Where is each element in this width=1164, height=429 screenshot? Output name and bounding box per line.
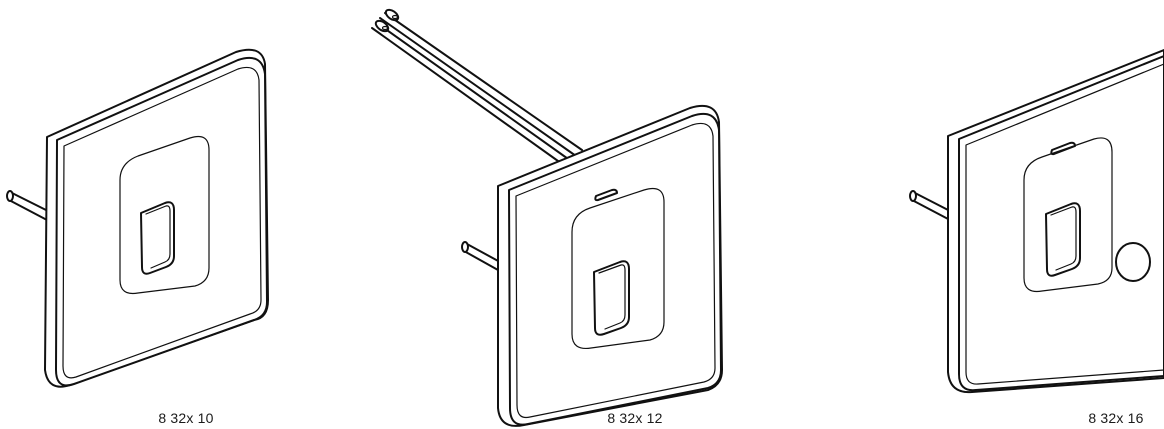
plate-bevel-1 xyxy=(62,66,262,379)
plate-bevel-2 xyxy=(515,122,716,419)
product-code-3: 8 32x 16 xyxy=(1088,410,1144,426)
rocker-key-2 xyxy=(593,260,630,336)
rocker-surround-2 xyxy=(571,187,665,350)
mounting-rod-3 xyxy=(909,190,953,221)
rocker-key-1 xyxy=(140,201,175,275)
product-code-1: 8 32x 10 xyxy=(158,410,214,426)
rocker-key-3 xyxy=(1045,202,1081,277)
rocker-surround-1 xyxy=(119,135,210,295)
mounting-rod-2 xyxy=(461,241,501,271)
switch-plate-3 xyxy=(909,49,1164,394)
product-code-2: 8 32x 12 xyxy=(607,410,663,426)
plate-bevel-3 xyxy=(965,63,1164,385)
rocker-surround-3 xyxy=(1023,137,1113,293)
indicator-led-2 xyxy=(594,188,618,202)
switch-plate-2 xyxy=(371,8,723,427)
round-button-3 xyxy=(1115,242,1151,282)
wire-connector-1 xyxy=(384,8,400,22)
switch-plate-1 xyxy=(6,48,269,388)
lead-wires xyxy=(371,8,583,167)
mounting-rod-1 xyxy=(6,190,51,221)
wire-connector-2 xyxy=(374,19,390,33)
